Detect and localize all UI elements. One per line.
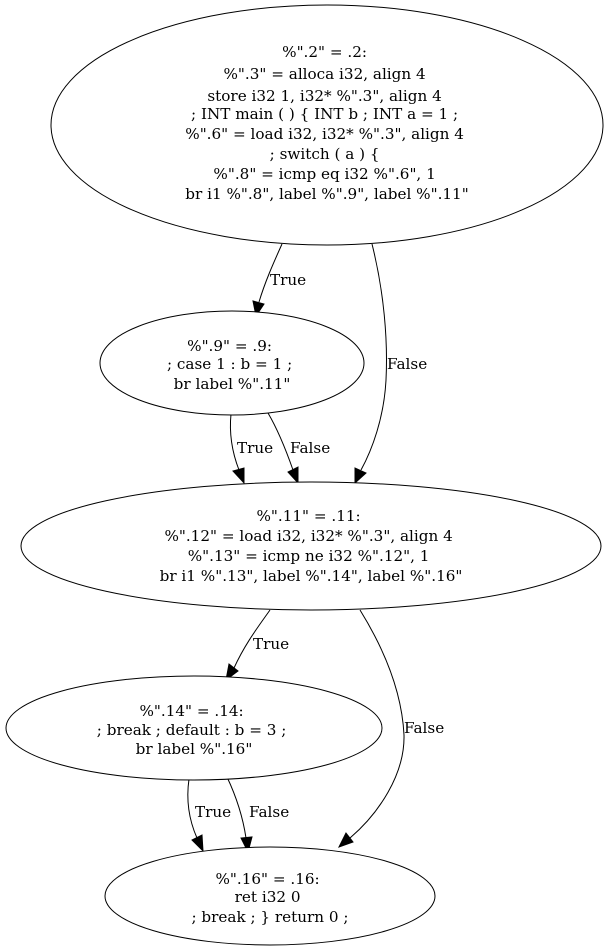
node-line: ; break ; } return 0 ;: [191, 908, 348, 926]
svg-text:%".11" = .11: %".12" = l: %".11" = .11: %".12" = load i32, i32* %"…: [160, 507, 463, 585]
node-line: ; switch ( a ) {: [270, 145, 380, 163]
edge-label-false: False: [404, 719, 444, 737]
node-line: br i1 %".8", label %".9", label %".11": [185, 185, 468, 203]
node-line: %".9" = .9:: [187, 337, 272, 355]
svg-text:%".2" = .2: %".3" = allo: %".2" = .2: %".3" = alloca i32, align 4 …: [185, 43, 468, 203]
node-line: br label %".11": [174, 375, 291, 393]
node-line: ; INT main ( ) { INT b ; INT a = 1 ;: [191, 105, 458, 123]
edge-label-false: False: [290, 439, 330, 457]
node-line: %".2" = .2:: [282, 43, 367, 61]
svg-text:%".16" = .16: ret i32 0: %".16" = .16: ret i32 0 ; break ; } retu…: [191, 870, 348, 926]
node-line: %".11" = .11:: [256, 507, 360, 525]
node-line: %".3" = alloca i32, align 4: [223, 65, 425, 83]
edge-label-true: True: [237, 439, 273, 457]
node-line: ; break ; default : b = 3 ;: [97, 721, 287, 739]
node-block-9: %".9" = .9: ; case 1 : b = 1 ; br label …: [99, 310, 365, 416]
edge-9-to-11-true: True: [229, 413, 273, 485]
node-block-11: %".11" = .11: %".12" = load i32, i32* %"…: [20, 481, 602, 611]
node-block-2: %".2" = .2: %".3" = alloca i32, align 4 …: [50, 4, 604, 246]
edge-14-to-16-false: False: [226, 776, 289, 854]
node-line: br i1 %".13", label %".14", label %".16": [160, 567, 463, 585]
edge-label-false: False: [249, 803, 289, 821]
node-line: %".8" = icmp eq i32 %".6", 1: [213, 165, 435, 183]
node-line: %".13" = icmp ne i32 %".12", 1: [188, 547, 430, 565]
edge-2-to-11: False: [354, 243, 427, 485]
edge-label-true: True: [253, 635, 289, 653]
edge-label-true: True: [195, 803, 231, 821]
node-line: br label %".16": [136, 740, 253, 758]
node-line: ; case 1 : b = 1 ;: [167, 355, 292, 373]
edge-9-to-11-false: False: [267, 412, 330, 485]
node-block-16: %".16" = .16: ret i32 0 ; break ; } retu…: [104, 846, 436, 946]
edge-label-true: True: [270, 271, 306, 289]
edge-label-false: False: [387, 355, 427, 373]
node-line: store i32 1, i32* %".3", align 4: [207, 87, 441, 105]
node-line: %".16" = .16:: [215, 870, 319, 888]
edge-2-to-9: True: [252, 243, 306, 318]
edge-14-to-16-true: True: [187, 778, 231, 853]
edge-11-to-16: False: [337, 609, 444, 848]
node-line: %".6" = load i32, i32* %".3", align 4: [185, 125, 464, 143]
node-line: ret i32 0: [235, 888, 301, 906]
node-line: %".12" = load i32, i32* %".3", align 4: [164, 527, 452, 545]
svg-text:%".14" = .14: ; break ;: %".14" = .14: ; break ; default : b = 3 …: [97, 702, 291, 758]
edge-11-to-14: True: [225, 609, 289, 682]
node-line: %".14" = .14:: [139, 702, 243, 720]
svg-text:%".9" = .9: ; case 1 : b: %".9" = .9: ; case 1 : b = 1 ; br label …: [167, 337, 297, 393]
node-block-14: %".14" = .14: ; break ; default : b = 3 …: [5, 675, 383, 781]
